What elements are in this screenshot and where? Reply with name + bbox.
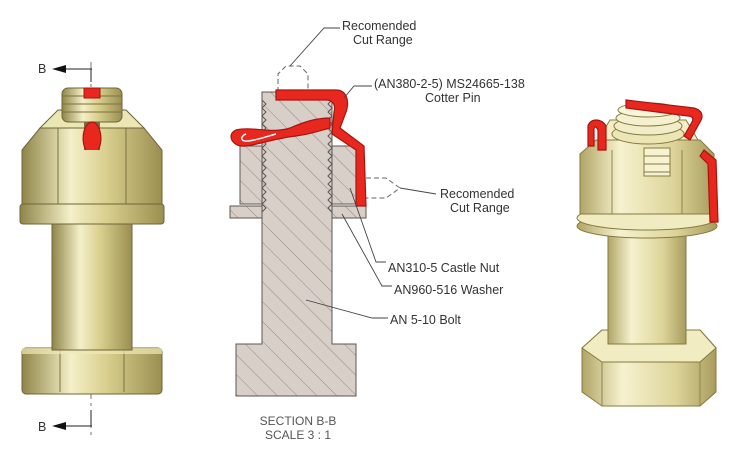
section-arrow-top bbox=[52, 65, 92, 82]
label-castle-nut: AN310-5 Castle Nut bbox=[388, 261, 500, 275]
section-arrow-bottom bbox=[52, 410, 92, 430]
bolt-head-left bbox=[21, 347, 163, 395]
section-mark-bottom: B bbox=[38, 420, 46, 434]
label-bolt: AN 5-10 Bolt bbox=[390, 313, 461, 327]
label-cut-range-top-1: Recomended bbox=[342, 19, 416, 33]
bolt-shank-right bbox=[607, 231, 687, 345]
section-title: SECTION B-B bbox=[260, 414, 337, 428]
label-cotter-pin-1: (AN380-2-5) MS24665-138 bbox=[374, 77, 525, 91]
cut-range-phantom-top bbox=[277, 65, 309, 92]
washer-left bbox=[19, 203, 165, 225]
label-cut-range-right-2: Cut Range bbox=[450, 201, 510, 215]
cotter-pin-left bbox=[82, 87, 102, 151]
bolt-thread-right bbox=[611, 102, 685, 145]
left-exterior-view: B B bbox=[19, 62, 165, 435]
bolt-thread-left bbox=[61, 87, 123, 123]
right-isometric-view bbox=[576, 99, 719, 407]
section-scale: SCALE 3 : 1 bbox=[265, 428, 331, 442]
label-washer: AN960-516 Washer bbox=[394, 283, 503, 297]
section-mark-top: B bbox=[38, 62, 46, 76]
castle-nut-section bbox=[239, 145, 357, 205]
label-cotter-pin-2: Cotter Pin bbox=[425, 91, 481, 105]
cotter-pin-right bbox=[587, 99, 719, 223]
cut-range-phantom-right bbox=[366, 177, 401, 199]
bolt-shank-left bbox=[51, 221, 133, 351]
section-view: Recomended Cut Range (AN380-2-5) MS24665… bbox=[229, 19, 525, 442]
washer-section bbox=[229, 205, 367, 219]
label-cut-range-top-2: Cut Range bbox=[353, 33, 413, 47]
label-cut-range-right-1: Recomended bbox=[440, 187, 514, 201]
leader-lines bbox=[289, 27, 437, 319]
